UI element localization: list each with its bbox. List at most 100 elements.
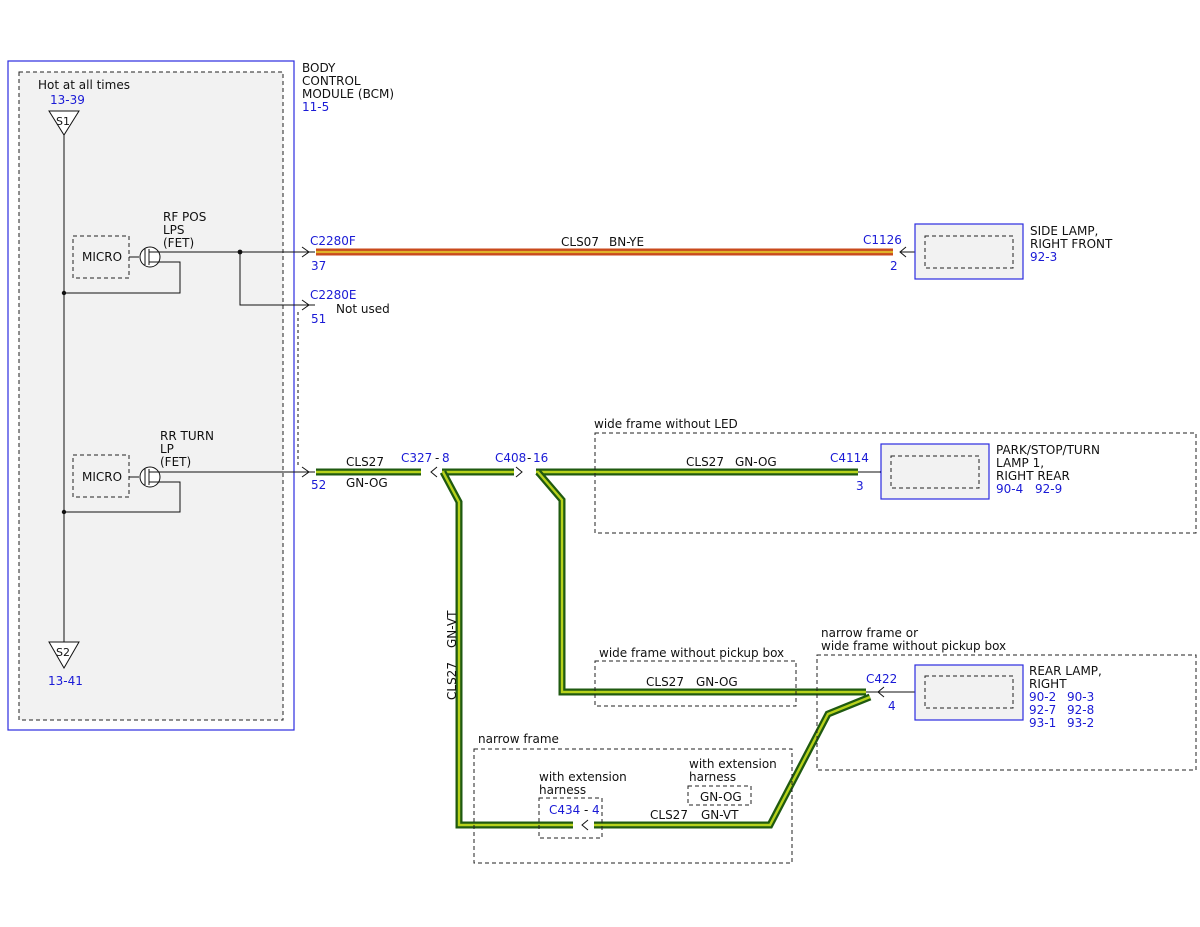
fet-2-label-line3: (FET) (160, 455, 191, 469)
rear-lamp-inner (924, 675, 1014, 709)
gn-og-label-2: GN-OG (735, 455, 777, 469)
c2280f-label: C2280F (310, 234, 356, 248)
option-narrow-or-wide-line1: narrow frame or (821, 626, 918, 640)
s2-ref: 13-41 (48, 674, 83, 688)
rear-lamp-ref-4: 92-8 (1067, 703, 1094, 717)
gn-og-ext-label: GN-OG (700, 790, 742, 804)
option-box-narrow (473, 748, 793, 864)
option-narrow-label: narrow frame (478, 732, 559, 746)
c408-label: C408 (495, 451, 526, 465)
cls27-vertical-label: CLS27 (445, 662, 459, 700)
c434-pin: 4 (592, 803, 600, 817)
c422-pin: 4 (888, 699, 896, 713)
c4114-pin: 3 (856, 479, 864, 493)
ext-harness-1-line2: harness (539, 783, 586, 797)
wire-cls27-rear-lamp (535, 469, 866, 696)
fet-1-symbol (139, 246, 161, 268)
option-box-wide-no-pickup (594, 660, 797, 707)
fet-1-label-line3: (FET) (163, 236, 194, 250)
c1126-pin: 2 (890, 259, 898, 273)
option-wide-no-led-label: wide frame without LED (594, 417, 738, 431)
c327-arrow (430, 466, 438, 478)
not-used-label: Not used (336, 302, 390, 316)
bcm-name-line1: BODY (302, 61, 336, 75)
bcm-module: BODY CONTROL MODULE (BCM) 11-5 Hot at al… (7, 60, 394, 731)
s2-label: S2 (56, 646, 70, 659)
fet-2-label-line1: RR TURN (160, 429, 214, 443)
park-lamp-inner (890, 455, 980, 489)
hot-label: Hot at all times (38, 78, 130, 92)
bcm-name-line2: CONTROL (302, 74, 361, 88)
micro-label-2: MICRO (82, 470, 122, 484)
c434-dash: - (584, 803, 588, 817)
fet-1-label-line2: LPS (163, 223, 185, 237)
gn-og-ext-box (687, 785, 752, 806)
c327-dash: - (435, 451, 439, 465)
rear-lamp-ref-1: 90-2 (1029, 690, 1056, 704)
option-box-wide-no-led (594, 432, 1197, 534)
fet-2-symbol (139, 466, 161, 488)
park-lamp-ref-2: 92-9 (1035, 482, 1062, 496)
c434-label: C434 (549, 803, 580, 817)
cls27-label-4: CLS27 (650, 808, 688, 822)
park-lamp-ref-1: 90-4 (996, 482, 1023, 496)
bus-splice-dot-1 (61, 290, 67, 296)
micro-box-2 (72, 454, 130, 498)
c4114-label: C4114 (830, 451, 869, 465)
c408-pin: 16 (533, 451, 548, 465)
side-lamp-line1: SIDE LAMP, (1030, 224, 1098, 238)
rear-lamp-component (914, 664, 1024, 721)
side-lamp-box (914, 223, 1024, 280)
gn-og-label-3: GN-OG (696, 675, 738, 689)
rear-lamp-box (914, 664, 1024, 721)
rear-lamp-ref-5: 93-1 (1029, 716, 1056, 730)
c327-pin: 8 (442, 451, 450, 465)
fet-1-circuit: MICRO RF POS LPS (FET) (61, 210, 315, 306)
rear-lamp-ref-6: 93-2 (1067, 716, 1094, 730)
c422-label: C422 (866, 672, 897, 686)
bcm-name-line3: MODULE (BCM) (302, 87, 394, 101)
c434-arrow (581, 819, 589, 831)
s1-ref: 13-39 (50, 93, 85, 107)
c327-label: C327 (401, 451, 432, 465)
ext-harness-1-line1: with extension (539, 770, 627, 784)
ext-harness-2-line1: with extension (689, 757, 777, 771)
c1126-label: C1126 (863, 233, 902, 247)
fet-2-circuit: MICRO RR TURN LP (FET) (61, 429, 315, 515)
option-narrow-or-wide-line2: wide frame without pickup box (821, 639, 1006, 653)
side-lamp-inner (924, 235, 1014, 269)
c2280f-pin: 37 (311, 259, 326, 273)
s2-splice-symbol (48, 641, 80, 670)
cls07-label: CLS07 (561, 235, 599, 249)
park-lamp-line3: RIGHT REAR (996, 469, 1070, 483)
c408-arrow (515, 466, 523, 478)
bus-splice-dot-2 (61, 509, 67, 515)
cls27-label-1: CLS27 (346, 455, 384, 469)
cls27-label-2: CLS27 (686, 455, 724, 469)
option-box-narrow-or-wide (816, 654, 1197, 771)
c434-connector-box (538, 797, 603, 839)
park-lamp-box (880, 443, 990, 500)
bn-ye-label: BN-YE (609, 235, 644, 249)
park-lamp-line1: PARK/STOP/TURN (996, 443, 1100, 457)
bcm-ref: 11-5 (302, 100, 329, 114)
bcm-connector-arrows (297, 246, 310, 478)
option-wide-no-pickup-label: wide frame without pickup box (599, 646, 784, 660)
arrow-c2280e (301, 299, 310, 311)
s1-splice-symbol (48, 110, 80, 136)
bcm-inner-box (18, 71, 284, 721)
micro-label-1: MICRO (82, 250, 122, 264)
fet-2-label-line2: LP (160, 442, 174, 456)
fet-1-label-line1: RF POS (163, 210, 206, 224)
cls27-label-3: CLS27 (646, 675, 684, 689)
rear-lamp-line2: RIGHT (1029, 677, 1067, 691)
gn-vt-vertical-label: GN-VT (445, 610, 459, 648)
side-lamp-component (914, 223, 1024, 280)
park-lamp-component (880, 443, 990, 500)
wire-cls27-gn-vt (439, 470, 872, 829)
rear-lamp-ref-3: 92-7 (1029, 703, 1056, 717)
c408-dash: - (527, 451, 531, 465)
s1-label: S1 (56, 115, 70, 128)
arrow-c2280f (301, 246, 310, 258)
ext-harness-2-line2: harness (689, 770, 736, 784)
